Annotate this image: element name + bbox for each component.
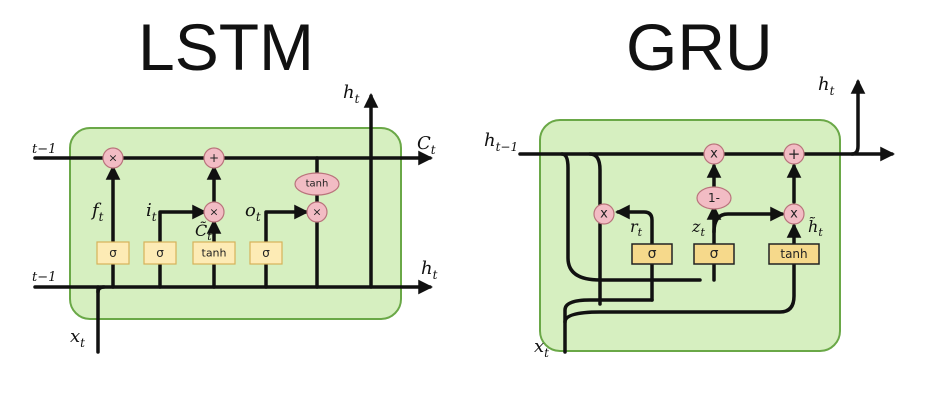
svg-text:σ: σ	[262, 246, 270, 260]
gru-x-to-tanh	[563, 260, 796, 324]
gru-update-gate: σ	[693, 243, 735, 265]
svg-text:σ: σ	[156, 246, 164, 260]
gru-reset-gate: σ	[631, 243, 673, 265]
svg-text:×: ×	[312, 206, 321, 219]
svg-text:tanh: tanh	[306, 179, 329, 190]
gru-z-label: zt	[691, 217, 705, 239]
gru-update-mul: x	[783, 203, 805, 225]
lstm-x-label: xt	[70, 326, 85, 350]
gru-r-label: rt	[630, 217, 643, 239]
gru-h-top-path	[850, 79, 866, 156]
gru-h-branch-1	[560, 152, 702, 282]
lstm-c-prev-label: t−1	[32, 142, 56, 157]
svg-text:tanh: tanh	[202, 247, 227, 260]
lstm-output-mul: ×	[306, 201, 328, 223]
gru-one-minus-op: 1-	[696, 186, 732, 210]
svg-text:x: x	[600, 207, 608, 222]
gru-reset-mul: x	[593, 203, 615, 225]
lstm-output-gate: σ	[249, 241, 283, 265]
svg-text:σ: σ	[109, 246, 117, 260]
svg-text:σ: σ	[710, 246, 719, 262]
gru-cell-box	[539, 119, 841, 352]
lstm-add: +	[203, 147, 225, 169]
svg-text:×: ×	[108, 152, 117, 165]
lstm-h-top-label: ht	[343, 82, 360, 106]
lstm-i-label: it	[146, 200, 157, 224]
gru-z-to-mul	[712, 206, 785, 234]
lstm-title: LSTM	[138, 10, 315, 84]
svg-text:x: x	[790, 207, 798, 222]
gru-h-top-label: ht	[818, 74, 835, 98]
lstm-candidate-gate: tanh	[192, 241, 236, 265]
gru-tanh-gate: tanh	[768, 243, 820, 265]
gru-title: GRU	[626, 10, 773, 84]
gru-x-label: xt	[534, 336, 549, 360]
lstm-h-prev-label: t−1	[32, 270, 56, 285]
gru-x-input-line	[563, 298, 654, 354]
lstm-ctilde-label: C̃t	[195, 221, 212, 243]
gru-htilde-label: h̃t	[808, 217, 823, 239]
svg-text:+: +	[209, 151, 219, 165]
gru-h-branch-2	[588, 152, 602, 207]
lstm-o-label: ot	[245, 200, 261, 224]
svg-text:×: ×	[209, 206, 218, 219]
gru-reset-path	[615, 204, 654, 246]
svg-text:tanh: tanh	[780, 247, 807, 261]
svg-text:+: +	[788, 145, 801, 163]
gru-top-mul: x	[703, 143, 725, 165]
lstm-forget-mul: ×	[102, 147, 124, 169]
gru-add: +	[783, 143, 805, 165]
lstm-h-out-label: ht	[421, 258, 438, 282]
lstm-input-mul: ×	[203, 201, 225, 223]
svg-text:σ: σ	[648, 246, 657, 262]
svg-text:1-: 1-	[708, 191, 720, 205]
lstm-forget-gate: σ	[96, 241, 130, 265]
gru-cell: x x + x 1- σ	[484, 74, 895, 360]
lstm-tanh-op: tanh	[294, 172, 340, 196]
lstm-c-out-label: Ct	[417, 133, 436, 157]
lstm-input-gate: σ	[143, 241, 177, 265]
svg-text:x: x	[710, 147, 718, 162]
gru-h-prev-label: ht−1	[484, 130, 518, 154]
lstm-cell: × + × × tanh σ	[32, 82, 438, 354]
